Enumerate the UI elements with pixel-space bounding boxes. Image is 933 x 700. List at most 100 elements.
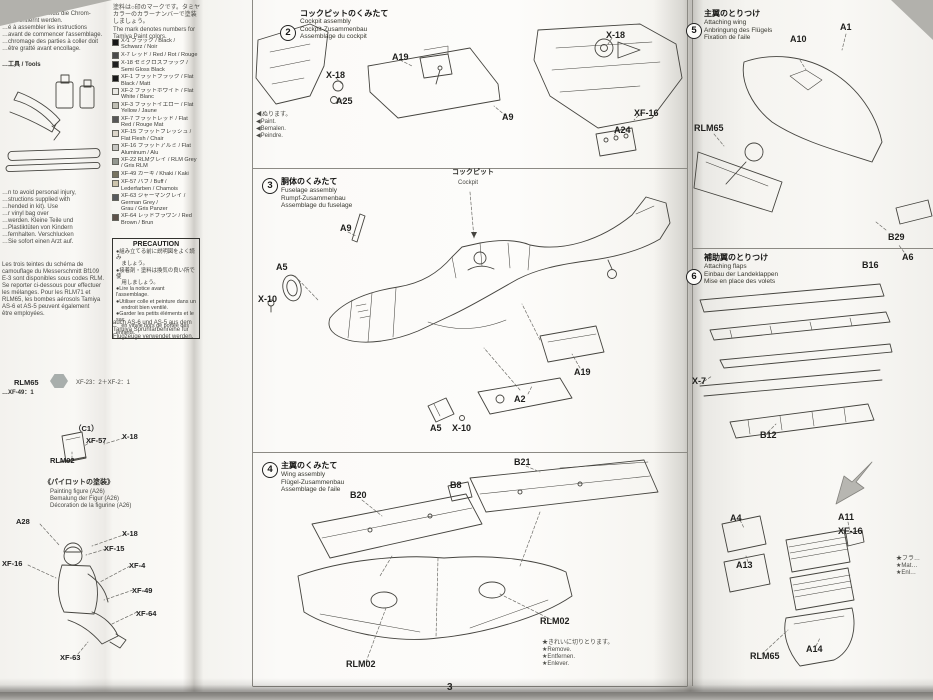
paint-row: XF-2 フラットホワイト / Flat White / Blanc (112, 88, 198, 101)
c1-title: （C1） (74, 424, 99, 433)
part-label-a24: A24 (614, 125, 631, 135)
part-label-a19: A19 (392, 52, 409, 62)
paint-row: XF-7 フラットレッド / Flat Red / Rouge Mat (112, 116, 198, 129)
paint-swatch (112, 143, 119, 151)
part-label-b8: B8 (450, 480, 462, 490)
paint-swatch (112, 213, 119, 221)
paint-swatch (112, 60, 119, 68)
part-label-a9: A9 (340, 223, 352, 233)
paint-swatch (112, 38, 119, 46)
paint-label-xf15: XF-15 (104, 544, 125, 553)
step-6-title-latin: Attaching flaps Einbau der Landeklappen … (704, 263, 779, 285)
step-4-title-latin: Wing assembly Flügel-Zusammenbau Assembl… (281, 471, 345, 493)
paint-swatch (112, 52, 119, 60)
part-label-b29: B29 (888, 232, 905, 242)
step-6-legend: ★フラ… ★Mat… ★Enl… (896, 556, 921, 576)
paint-label-x18-spinner: X-18 (606, 30, 626, 40)
part-label-a9: A9 (502, 112, 514, 122)
rlm65-mix-label: RLM65 (14, 378, 39, 387)
paint-label-rlm02-2: RLM02 (346, 659, 376, 669)
paint-label-x7: X-7 (692, 376, 707, 386)
step-5-title-jp: 主翼のとりつけ (704, 9, 761, 18)
step-6-title-jp: 補助翼のとりつけ (704, 253, 769, 262)
paint-swatch (112, 74, 119, 82)
part-label-a6: A6 (902, 252, 914, 262)
part-label-a1: A1 (840, 22, 852, 32)
step-3-number: 3 (262, 178, 278, 194)
paint-legend-en: The mark denotes numbers for Tamiya Pain… (113, 27, 196, 40)
paint-label-x18: X-18 (326, 70, 346, 80)
safety-text: …n to avoid personal injury, …structions… (2, 190, 76, 245)
paint-swatch (112, 171, 119, 179)
figure-painting-title-jp: 《パイロットの塗装》 (44, 479, 114, 486)
french-camouflage-text: Les trois teintes du schéma de camouflag… (2, 262, 105, 317)
rlm65-mix-formula: XF-23：2＋XF-2：1 (76, 380, 131, 386)
paint-row: XF-63 ジャーマングレイ / German Grey / Grau / Gr… (112, 193, 198, 212)
paint-swatch (112, 102, 119, 110)
step-4-title-jp: 主翼のくみたて (281, 461, 338, 470)
cockpit-callout-en: Cockpit (458, 180, 479, 186)
page-bottom-shadow (0, 678, 933, 700)
paint-row: XF-49 カーキ / Khaki / Kaki (112, 171, 198, 179)
paint-label-xf49: XF-49 (132, 586, 153, 595)
cockpit-parts-drawing (255, 23, 683, 157)
wing-attachment-drawing (693, 33, 933, 253)
part-label-x18: X-18 (122, 432, 138, 441)
part-label-x10: X-10 (258, 294, 278, 304)
paint-label-xf16: XF-16 (2, 559, 23, 568)
paint-label-rlm65: RLM65 (694, 123, 724, 133)
c1-seat-drawing (59, 431, 125, 463)
part-label-x10-bolt: X-10 (452, 423, 472, 433)
paint-swatch (112, 116, 119, 124)
pilot-figure-drawing (27, 523, 138, 655)
paint-swatch (112, 129, 119, 137)
paint-row: XF-16 フラットアルミ / Flat Aluminum / Alu (112, 143, 198, 156)
paint-row: XF-57 バフ / Buff / Lederfarben / Chamois (112, 179, 198, 192)
fuselage-drawing (267, 191, 671, 423)
part-label-a4: A4 (730, 513, 742, 523)
precaution-box: PRECAUTION ●組み立てる前に説明図をよく読み ましょう。 ●接着剤・塗… (112, 238, 200, 339)
part-label-a5: A5 (276, 262, 288, 272)
step-2-title-latin: Cockpit assembly Cockpit-Zusammenbau Ass… (300, 18, 368, 40)
part-label-xf57: XF-57 (86, 436, 107, 445)
paint-row: XF-64 レッドブラウン / Red Brown / Brun (112, 213, 198, 226)
part-label-a13: A13 (736, 560, 753, 570)
part-label-b16: B16 (862, 260, 879, 270)
paint-legend-jp: 塗料は○印のマークです。タミヤ カラーのカラーナンバーで塗装 しましょう。 (113, 5, 201, 25)
precaution-text: ●組み立てる前に説明図をよく読み ましょう。 ●接着剤・塗料は換気の良い所で使 … (116, 249, 196, 336)
paint-row: XF-3 フラットイエロー / Flat Yellow / Jaune (112, 102, 198, 115)
paint-label-xf16: XF-16 (634, 108, 659, 118)
paint-row: XF-1 フラットブラック / Flat Black / Matt (112, 74, 198, 87)
paint-label-rlm65-2: RLM65 (750, 651, 780, 661)
part-label-b12: B12 (760, 430, 777, 440)
part-label-rlm02: RLM02 (50, 456, 75, 465)
step-3-title-latin: Fuselage assembly Rumpf-Zusammenbau Asse… (281, 187, 353, 209)
part-label-b21: B21 (514, 457, 531, 467)
hex-swatch-icon (50, 374, 68, 388)
part-label-a10: A10 (790, 34, 807, 44)
german-spray-text: auch AS-6 und AS-5 aus dem Tamiya Sprühf… (113, 320, 194, 340)
paint-swatch (112, 179, 119, 187)
mix-fragment: …XF-49：1 (2, 390, 34, 396)
paint-row: X-18 セミグロスブラック / Semi Gloss Black (112, 60, 198, 73)
precaution-title: PRECAUTION (132, 241, 180, 248)
step-4-notes: ★きれいに切りとります。 ★Remove. ★Entfernen. ★Enlev… (542, 640, 614, 667)
tools-label: …工具 / Tools (2, 62, 41, 68)
cockpit-callout-jp: コックピット (452, 169, 494, 176)
step-3-title-jp: 胴体のくみたて (281, 177, 338, 186)
step-2-number: 2 (280, 25, 296, 41)
paint-label-xf63: XF-63 (60, 653, 81, 662)
paint-label-xf4: XF-4 (129, 561, 146, 570)
paint-label-x18: X-18 (122, 529, 138, 538)
part-label-a11: A11 (838, 512, 855, 522)
part-label-a19: A19 (574, 367, 591, 377)
wing-parts-drawing (297, 459, 659, 663)
paint-row: XF-22 RLMグレイ / RLM Grey / Gris RLM (112, 157, 198, 170)
part-label-a25: A25 (336, 96, 353, 106)
paint-color-list: X-1 ブラック / Black / Schwarz / Noir X-7 レッ… (112, 38, 198, 227)
step-6-number: 6 (686, 269, 702, 285)
part-label-a14: A14 (806, 644, 823, 654)
step-4-number: 4 (262, 462, 278, 478)
